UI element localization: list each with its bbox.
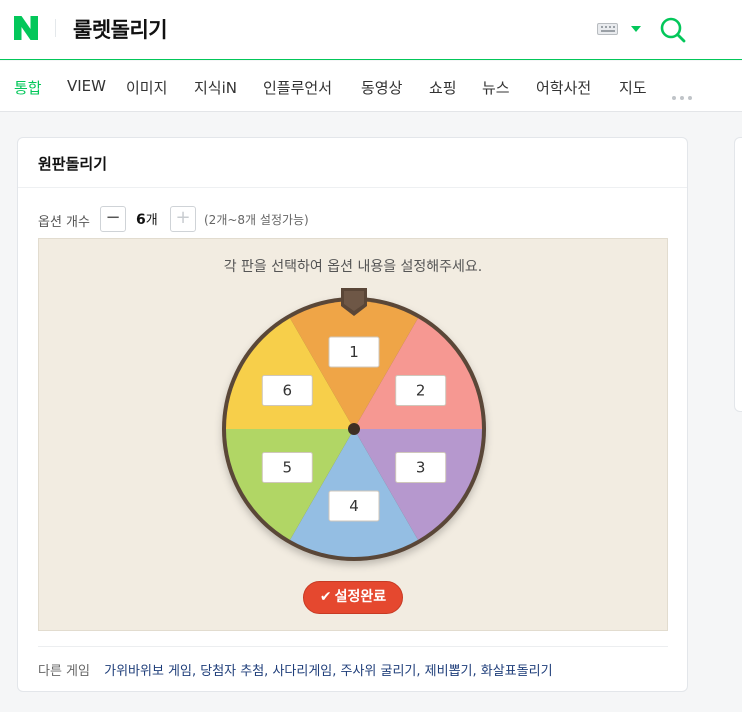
slice-option-box-6[interactable]: 6 — [261, 375, 313, 406]
naver-logo[interactable] — [14, 16, 38, 40]
slice-option-label-6: 6 — [283, 382, 293, 400]
roulette-board: 각 판을 선택하여 옵션 내용을 설정해주세요. 1 2 3 4 5 6 ✔설정완료 — [38, 238, 668, 631]
side-panel — [734, 137, 742, 412]
slice-option-input-3[interactable] — [395, 452, 447, 483]
complete-button-label: 설정완료 — [334, 589, 387, 605]
wheel-slice-2[interactable] — [354, 318, 482, 429]
wheel-slice-3[interactable] — [354, 429, 482, 540]
complete-button[interactable]: ✔설정완료 — [303, 581, 403, 614]
roulette-card: 원판돌리기 옵션 개수 − 6개 + (2개~8개 설정가능) 각 판을 선택하… — [17, 137, 688, 692]
roulette-wheel[interactable]: 1 2 3 4 5 6 — [39, 239, 667, 630]
tab-map[interactable]: 지도 — [619, 79, 647, 97]
slice-option-input-5[interactable] — [261, 452, 313, 483]
other-games: 다른 게임 가위바위보 게임, 당첨자 추첨, 사다리게임, 주사위 굴리기, … — [38, 660, 553, 679]
keyboard-icon[interactable] — [597, 23, 618, 35]
slice-option-label-5: 5 — [283, 459, 293, 477]
search-tabs: 통합 VIEW 이미지 지식iN 인플루언서 동영상 쇼핑 뉴스 어학사전 지도 — [0, 61, 742, 112]
slice-option-box-2[interactable]: 2 — [395, 375, 447, 406]
card-divider — [18, 187, 687, 188]
tab-view[interactable]: VIEW — [67, 77, 106, 95]
wheel-slice-6[interactable] — [226, 318, 354, 429]
decrease-button[interactable]: − — [100, 206, 126, 232]
pointer-highlight — [344, 291, 364, 311]
option-count-unit: 개 — [145, 213, 158, 228]
tab-influencer[interactable]: 인플루언서 — [263, 79, 333, 97]
tab-dictionary[interactable]: 어학사전 — [536, 79, 592, 97]
slice-option-label-3: 3 — [416, 459, 426, 477]
other-games-label: 다른 게임 — [38, 664, 90, 679]
slice-option-input-2[interactable] — [395, 375, 447, 406]
slice-option-box-5[interactable]: 5 — [261, 452, 313, 483]
check-icon: ✔ — [319, 589, 332, 605]
increase-button[interactable]: + — [170, 206, 196, 232]
tab-kin[interactable]: 지식iN — [194, 79, 237, 97]
option-count-value: 6개 — [136, 209, 158, 228]
card-title: 원판돌리기 — [38, 155, 108, 173]
option-count-label: 옵션 개수 — [38, 215, 90, 230]
slice-option-label-1: 1 — [349, 343, 359, 361]
slice-option-input-4[interactable] — [328, 490, 380, 522]
slice-option-box-3[interactable]: 3 — [395, 452, 447, 483]
header-divider — [55, 19, 56, 37]
instruction-text: 각 판을 선택하여 옵션 내용을 설정해주세요. — [223, 259, 483, 275]
tab-all[interactable]: 통합 — [14, 79, 42, 97]
slice-option-box-4[interactable]: 4 — [328, 490, 380, 522]
tab-video[interactable]: 동영상 — [361, 79, 403, 97]
slice-option-label-2: 2 — [416, 382, 426, 400]
slice-option-box-1[interactable]: 1 — [328, 336, 380, 368]
slice-option-input-6[interactable] — [261, 375, 313, 406]
slice-option-input-1[interactable] — [328, 336, 380, 368]
slice-option-label-4: 4 — [349, 497, 359, 515]
tab-shopping[interactable]: 쇼핑 — [429, 79, 457, 97]
wheel-slice-5[interactable] — [226, 429, 354, 540]
search-icon[interactable] — [660, 17, 686, 43]
search-query[interactable]: 룰렛돌리기 — [73, 18, 168, 42]
more-tabs-icon[interactable] — [672, 85, 696, 104]
option-range-note: (2개~8개 설정가능) — [204, 213, 309, 227]
wheel-center-pin — [348, 423, 360, 435]
option-count-number: 6 — [136, 212, 146, 228]
tab-images[interactable]: 이미지 — [126, 79, 168, 97]
footer-divider — [38, 646, 668, 647]
other-games-links[interactable]: 가위바위보 게임, 당첨자 추첨, 사다리게임, 주사위 굴리기, 제비뽑기, … — [104, 664, 553, 679]
tab-news[interactable]: 뉴스 — [482, 79, 510, 97]
dropdown-caret-icon[interactable] — [631, 26, 641, 32]
search-header: 룰렛돌리기 — [0, 0, 742, 60]
